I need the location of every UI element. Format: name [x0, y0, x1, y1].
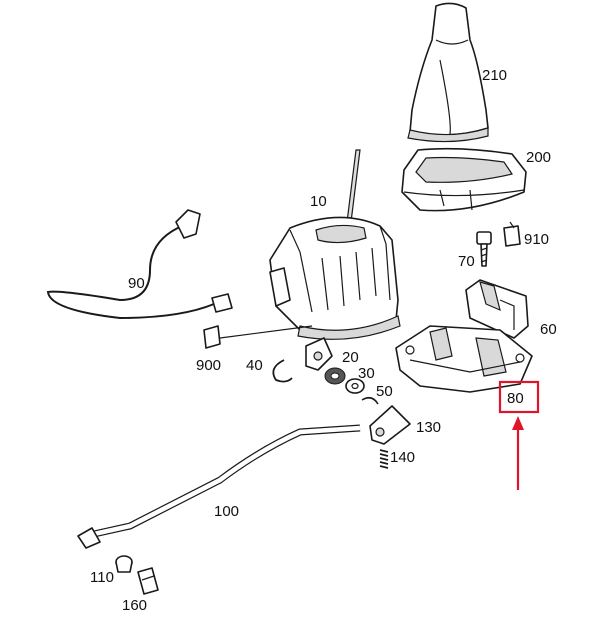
bushing-30[interactable]	[324, 367, 346, 385]
label-60: 60	[540, 321, 557, 338]
clip-160[interactable]	[137, 567, 159, 595]
clip-910[interactable]	[503, 221, 521, 247]
label-200: 200	[526, 149, 551, 166]
lever-20[interactable]	[305, 337, 333, 371]
highlight-arrow	[512, 416, 524, 490]
shift-housing-10[interactable]	[269, 149, 401, 340]
label-210: 210	[482, 67, 507, 84]
label-70: 70	[458, 253, 475, 270]
label-40: 40	[246, 357, 263, 374]
label-20: 20	[342, 349, 359, 366]
label-50: 50	[376, 383, 393, 400]
spring-140[interactable]	[379, 449, 389, 469]
grommet-110[interactable]	[115, 555, 133, 573]
washer-50[interactable]	[345, 378, 379, 405]
label-30: 30	[358, 365, 375, 382]
bracket-130[interactable]	[369, 405, 411, 445]
trim-frame-200[interactable]	[401, 147, 527, 212]
label-90: 90	[128, 275, 145, 292]
circlip-40[interactable]	[272, 359, 293, 383]
shift-cable-100[interactable]	[77, 424, 361, 549]
label-130: 130	[416, 419, 441, 436]
highlight-box	[498, 380, 540, 414]
cable-90[interactable]	[46, 209, 233, 320]
screw-70[interactable]	[476, 231, 492, 267]
label-110: 110	[90, 569, 114, 586]
base-plate-80[interactable]	[395, 325, 533, 393]
label-80: 80	[507, 390, 524, 407]
label-910: 910	[524, 231, 549, 248]
label-160: 160	[122, 597, 147, 614]
label-100: 100	[214, 503, 239, 520]
label-10: 10	[310, 193, 327, 210]
label-140: 140	[390, 449, 415, 466]
bracket-60[interactable]	[465, 279, 529, 339]
shift-boot-210[interactable]	[407, 2, 489, 143]
connector-900[interactable]	[203, 325, 313, 349]
label-900: 900	[196, 357, 221, 374]
